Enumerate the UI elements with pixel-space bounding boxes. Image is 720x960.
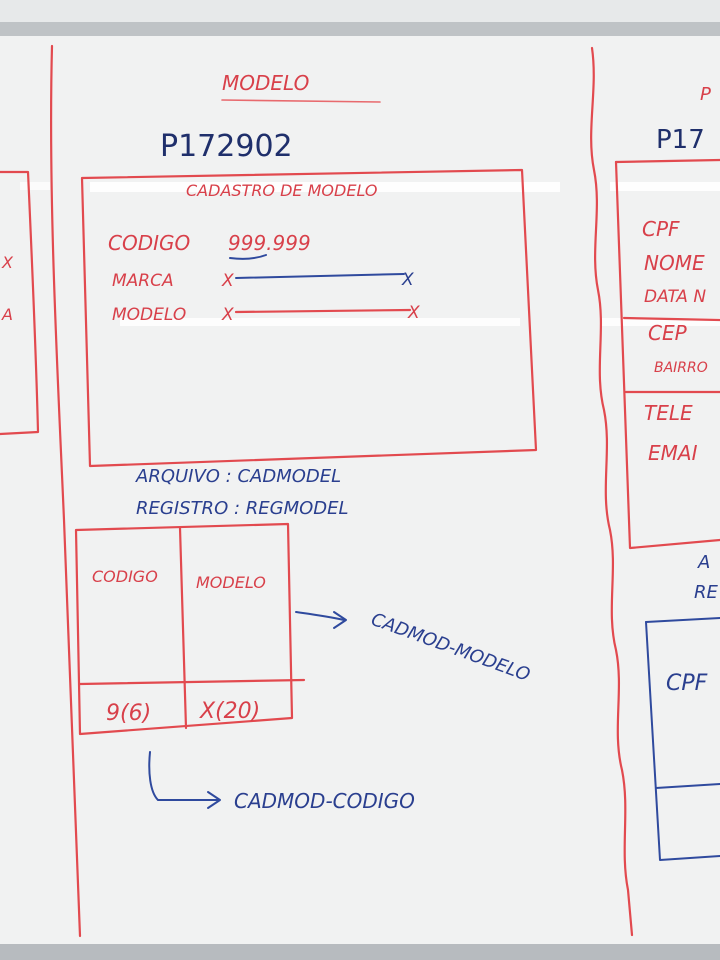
- right-column-divider: [590, 46, 634, 937]
- field-label-marca: MARCA: [112, 271, 174, 291]
- heading-underline: [221, 99, 381, 103]
- arrow-to-codigo-field: [148, 751, 221, 809]
- arrow-to-modelo-field: [295, 611, 347, 629]
- record-table: CODIGO MODELO 9(6) X(20): [74, 522, 306, 736]
- table-header-modelo: MODELO: [196, 573, 266, 592]
- form-title: CADASTRO DE MODELO: [186, 181, 377, 200]
- right-registro-partial: RE: [694, 582, 719, 603]
- field-mark-modelo-end: X: [407, 303, 420, 323]
- right-line-cpf: CPF: [642, 217, 680, 241]
- table-format-modelo: X(20): [199, 699, 260, 724]
- field-label-codigo: CODIGO: [108, 231, 190, 255]
- registro-line: REGISTRO : REGMODEL: [136, 498, 349, 519]
- right-heading-partial: P: [700, 84, 711, 105]
- codigo-underline: [229, 254, 267, 260]
- left-mark-x: X: [1, 253, 14, 272]
- modelo-field-line: [234, 308, 412, 314]
- field-value-codigo: 999.999: [228, 231, 311, 255]
- arquivo-line: ARQUIVO : CADMODEL: [135, 466, 341, 487]
- field-mark-marca-end: X: [401, 270, 414, 290]
- right-table-header-cpf: CPF: [666, 671, 708, 696]
- right-line-cep: CEP: [648, 321, 688, 345]
- right-line-email: EMAI: [648, 441, 698, 465]
- heading-modelo: MODELO: [222, 71, 309, 95]
- left-panel: X A: [0, 170, 40, 436]
- right-line-tele: TELE: [644, 401, 693, 425]
- table-header-codigo: CODIGO: [92, 567, 158, 586]
- field-mark-marca-start: X: [221, 271, 234, 291]
- right-line-data: DATA N: [644, 287, 706, 307]
- right-arquivo-partial: A: [697, 552, 710, 573]
- left-column-divider: [49, 44, 82, 938]
- right-program-partial: P17: [656, 125, 705, 155]
- form-box: CADASTRO DE MODELO CODIGO 999.999 MARCA …: [80, 168, 538, 468]
- program-id: P172902: [160, 129, 293, 164]
- right-panel: P P17 CPF NOME DATA N CEP BAIRRO TELE EM…: [614, 84, 720, 861]
- table-format-codigo: 9(6): [106, 701, 151, 726]
- right-line-bairro: BAIRRO: [654, 360, 708, 376]
- field-label-modelo: MODELO: [112, 305, 186, 325]
- right-line-nome: NOME: [644, 251, 705, 275]
- annotation-cadmod-codigo: CADMOD-CODIGO: [234, 789, 415, 813]
- left-mark-a: A: [1, 305, 13, 324]
- marca-field-line: [235, 273, 405, 279]
- field-mark-modelo-start: X: [221, 305, 234, 325]
